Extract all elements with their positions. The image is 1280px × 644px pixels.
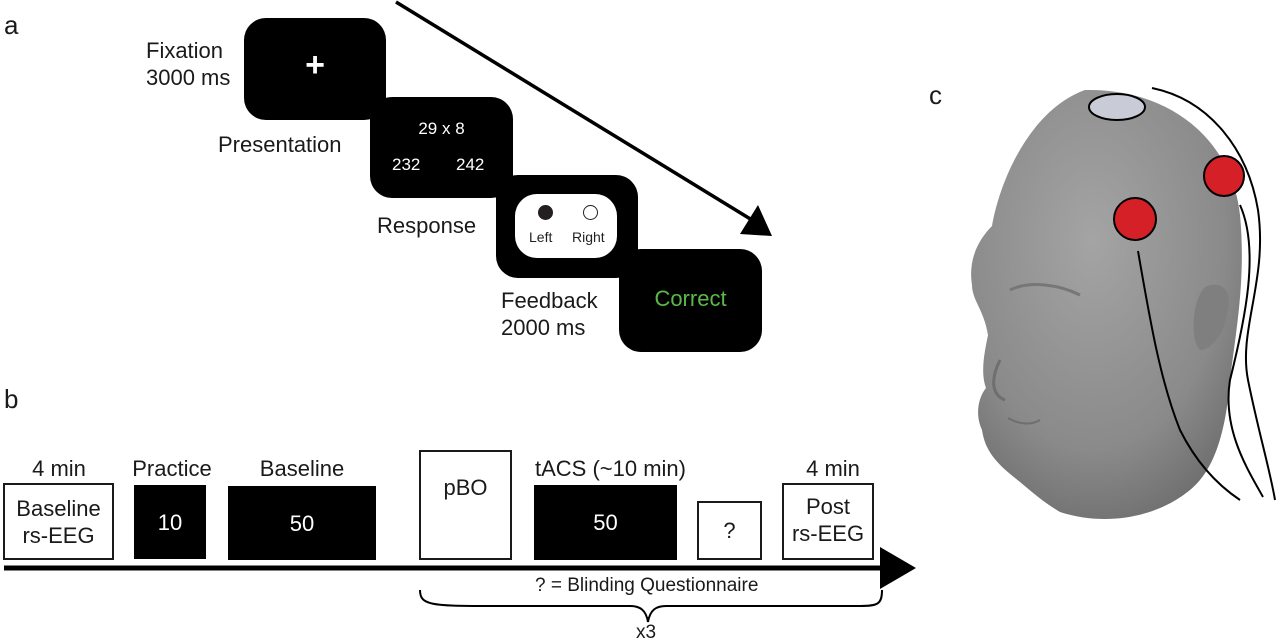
answer-option-left: 232 <box>392 155 421 174</box>
repeat-count: x3 <box>636 622 657 643</box>
right-option-label: Right <box>572 229 605 245</box>
left-radio-filled-icon <box>538 205 553 220</box>
baseline-block: 50 <box>228 486 376 560</box>
baseline-label: Baseline <box>259 456 345 481</box>
pbo-block: pBO <box>419 450 512 560</box>
questionnaire-block: ? <box>697 501 762 560</box>
response-label: Response <box>377 213 477 238</box>
feedback-screen: Correct <box>619 249 762 352</box>
stim-electrode-left-icon <box>1113 197 1157 241</box>
cable-2 <box>1227 204 1264 498</box>
answer-option-right: 242 <box>456 155 485 174</box>
cable-1 <box>1151 87 1276 501</box>
arrow-head-icon <box>740 205 772 236</box>
ear-shape <box>1193 284 1229 350</box>
practice-block: 10 <box>134 485 206 559</box>
feedback-correct-text: Correct <box>654 286 727 311</box>
repeat-brace <box>419 589 883 623</box>
reference-electrode-icon <box>1088 93 1146 121</box>
cable-3 <box>1137 250 1241 501</box>
tacs-label: tACS (~10 min) <box>535 456 686 481</box>
fixation-cross-icon: + <box>305 46 325 84</box>
math-problem: 29 x 8 <box>418 119 465 138</box>
right-radio-empty-icon <box>583 205 598 220</box>
tacs-block: 50 <box>534 485 677 560</box>
response-panel: Left Right <box>515 194 617 258</box>
panel-label-c: c <box>929 80 942 110</box>
practice-label: Practice <box>132 456 212 481</box>
stim-electrode-right-icon <box>1203 155 1245 197</box>
panel-label-b: b <box>4 384 19 414</box>
baseline-eeg-duration: 4 min <box>32 456 86 481</box>
post-rs-eeg-block: Post rs-EEG <box>782 483 874 560</box>
presentation-label: Presentation <box>218 132 342 157</box>
questionnaire-legend: ? = Blinding Questionnaire <box>535 575 759 596</box>
panel-label-a: a <box>4 10 19 40</box>
response-screen: Left Right <box>496 175 638 278</box>
timeline-arrow-head-icon <box>880 547 916 589</box>
left-option-label: Left <box>529 229 553 245</box>
feedback-label: Feedback 2000 ms <box>501 288 598 340</box>
post-eeg-duration: 4 min <box>806 456 860 481</box>
presentation-screen: 29 x 8 232 242 <box>370 97 513 198</box>
baseline-rs-eeg-block: Baseline rs-EEG <box>3 483 114 560</box>
fixation-label: Fixation 3000 ms <box>146 38 231 90</box>
fixation-screen: + <box>244 18 386 120</box>
